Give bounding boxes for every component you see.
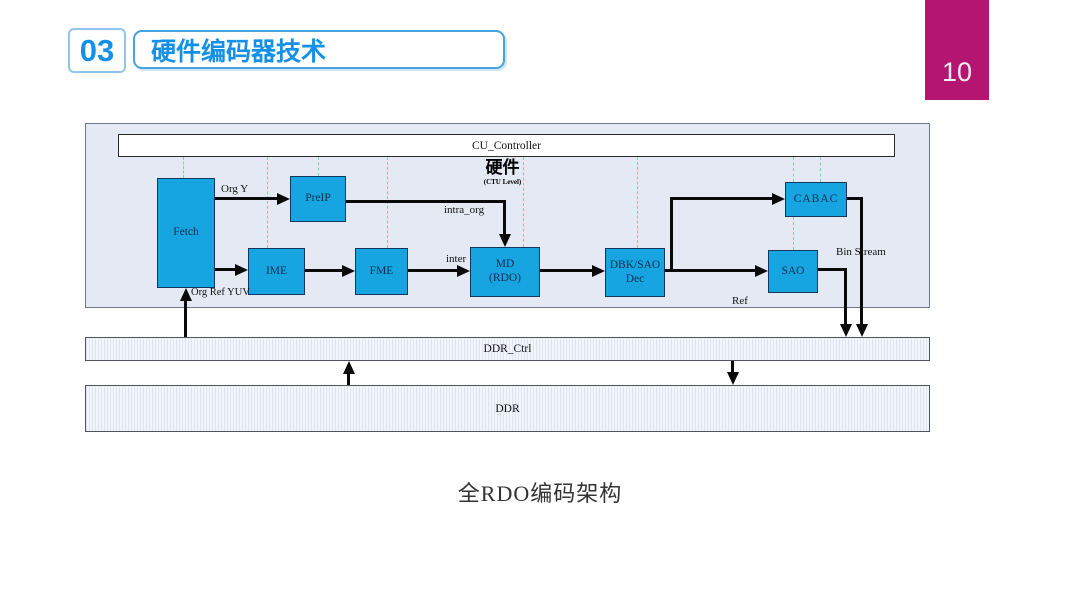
block-ime: IME (248, 248, 305, 295)
label-bin-stream: Bin Stream (836, 246, 886, 258)
ctrl-sync-dash (820, 157, 821, 182)
block-cabac-label: CABAC (793, 192, 839, 205)
block-ime-label: IME (265, 264, 288, 277)
arrowhead-fetch-ime (235, 264, 248, 276)
arrowhead-preip-md (499, 234, 511, 247)
section-number-box: 03 (68, 28, 126, 73)
slide-title-box: 硬件编码器技术 (133, 30, 505, 69)
arrowhead-ddrctrl-fetch (180, 288, 192, 301)
block-fetch-label: Fetch (173, 226, 199, 239)
ddr-ctrl-bar: DDR_Ctrl (85, 337, 930, 361)
arrowhead-fme-md (457, 265, 470, 277)
arrow-ddr-ddrctrl (347, 374, 350, 385)
block-dbk-label-line2: Dec (625, 272, 645, 285)
label-inter: inter (446, 253, 467, 265)
ctrl-sync-dash (267, 157, 268, 248)
hardware-label: 硬件 (CTU Level) (455, 158, 550, 186)
block-fme: FME (355, 248, 408, 295)
arrow-ddrctrl-fetch (184, 301, 187, 337)
arrow-sao-out-v (844, 268, 847, 324)
arrow-preip-md-v (503, 200, 506, 234)
arrowhead-ime-fme (342, 265, 355, 277)
arrow-ddrctrl-ddr (731, 361, 734, 372)
arrow-fme-md (408, 269, 457, 272)
arrowhead-ddr-ddrctrl (343, 361, 355, 374)
ctrl-sync-dash (318, 157, 319, 176)
arrowhead-dbk-sao (755, 265, 768, 277)
ctrl-sync-dash (183, 157, 184, 178)
ctrl-sync-dash (793, 157, 794, 182)
block-md-label-line2: (RDO) (489, 272, 521, 284)
hardware-label-sub: (CTU Level) (483, 177, 522, 186)
block-dbk-sao-dec: DBK/SAO Dec (605, 248, 665, 297)
ddr-bar: DDR (85, 385, 930, 432)
arrowhead-fetch-preip (277, 193, 290, 205)
arrow-dbk-sao (665, 269, 755, 272)
block-cabac: CABAC (785, 182, 847, 217)
slide-title: 硬件编码器技术 (151, 37, 327, 66)
arrow-cabac-out-v (860, 197, 863, 324)
arrow-md-dbk (540, 269, 592, 272)
label-org-ref-yuv: Org Ref YUV (191, 287, 250, 298)
block-fetch: Fetch (157, 178, 215, 288)
ctrl-sync-dash (793, 217, 794, 250)
block-preip-label: PreIP (305, 192, 331, 205)
arrow-fetch-preip (215, 197, 277, 200)
label-org-y: Org Y (221, 183, 249, 195)
block-md-rdo: MD (RDO) (470, 247, 540, 297)
arrow-dbk-cabac-h (670, 197, 772, 200)
block-fme-label: FME (369, 264, 394, 277)
block-dbk-label-line1: DBK/SAO (609, 258, 661, 271)
arrowhead-cabac-ddrctrl (856, 324, 868, 337)
arrowhead-md-dbk (592, 265, 605, 277)
figure-caption: 全RDO编码架构 (457, 481, 623, 506)
label-intra-org: intra_org (444, 204, 485, 216)
cu-controller-label: CU_Controller (472, 139, 541, 152)
block-md-label-line1: MD (495, 258, 515, 271)
page-number-badge: 10 (925, 0, 989, 100)
arrow-preip-md-h (346, 200, 506, 203)
arrow-sao-out-h (818, 268, 847, 271)
block-sao-label: SAO (781, 264, 805, 277)
arrow-dbk-cabac-v (670, 197, 673, 272)
ctrl-sync-dash (637, 157, 638, 248)
section-number: 03 (79, 32, 115, 68)
arrowhead-sao-ddrctrl (840, 324, 852, 337)
arrow-ime-fme (305, 269, 342, 272)
block-preip: PreIP (290, 176, 346, 222)
cu-controller-bar: CU_Controller (118, 134, 895, 157)
ddr-label: DDR (495, 402, 520, 415)
block-sao: SAO (768, 250, 818, 293)
arrow-cabac-out-h (847, 197, 863, 200)
ctrl-sync-dash (523, 157, 524, 247)
arrowhead-ddrctrl-ddr (727, 372, 739, 385)
arrow-fetch-ime (215, 268, 235, 271)
label-ref: Ref (732, 295, 748, 307)
ddr-ctrl-label: DDR_Ctrl (483, 343, 532, 355)
hardware-label-main: 硬件 (485, 158, 520, 177)
arrowhead-dbk-cabac (772, 193, 785, 205)
page-number: 10 (941, 57, 973, 87)
